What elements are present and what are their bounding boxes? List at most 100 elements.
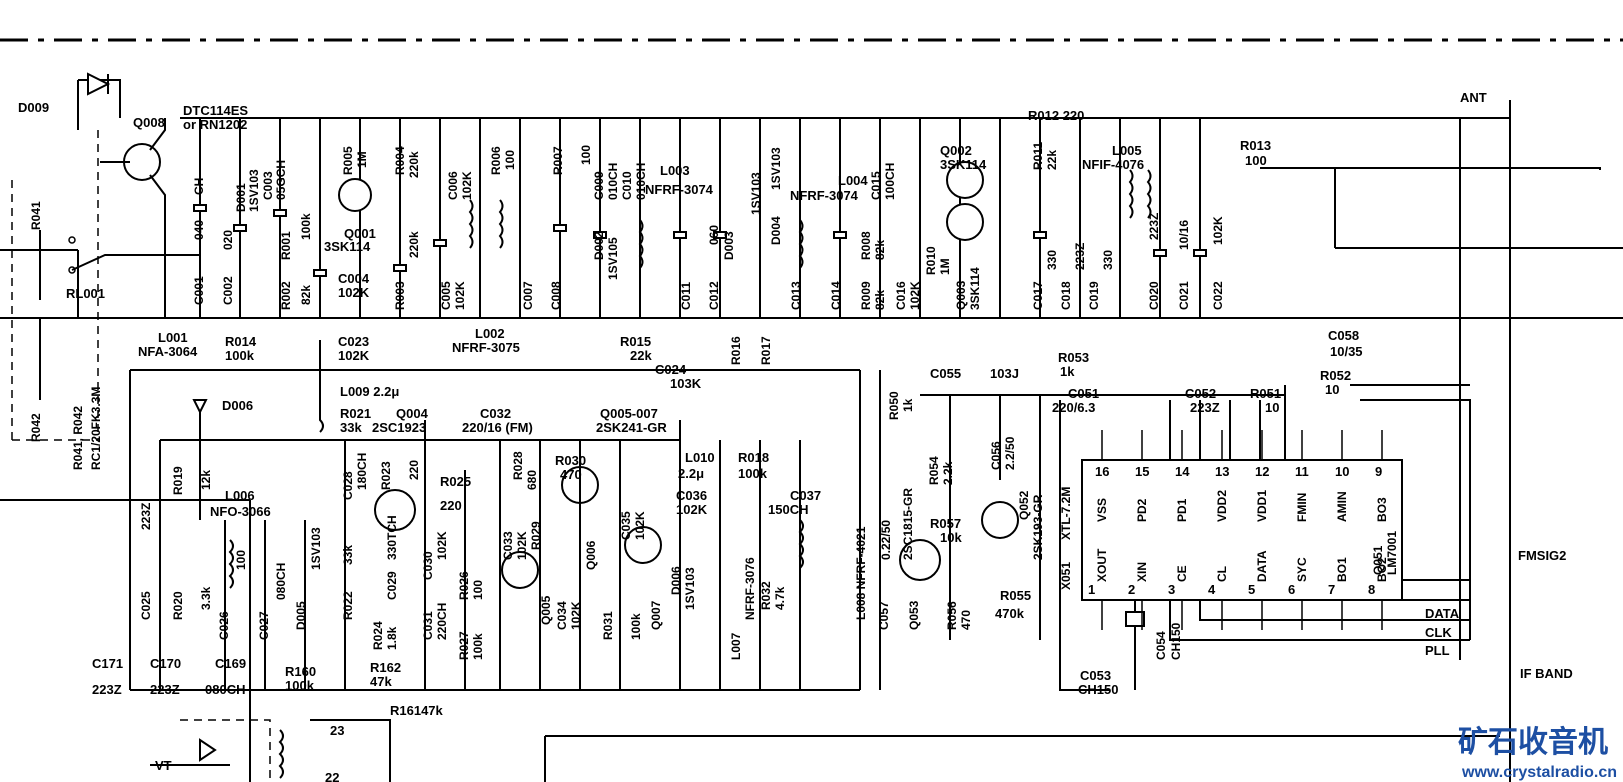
label-c330-1: 330 <box>1045 250 1059 270</box>
label-c020v: 223Z <box>1147 213 1161 240</box>
label-r027: R027 <box>457 631 471 660</box>
ic-pin-top-number: 13 <box>1215 464 1229 479</box>
label-r001v: 100k <box>299 213 313 240</box>
label-r018v: 100k <box>738 466 768 481</box>
label-ch-1: CH <box>192 178 206 195</box>
label-r007: R007 <box>551 146 565 175</box>
label-c051v: 220/6.3 <box>1052 400 1095 415</box>
label-r054v: 2.2k <box>941 461 955 485</box>
label-d006: D006 <box>222 398 253 413</box>
label-c005v: 102K <box>453 281 467 310</box>
label-c057v: 0.22/50 <box>879 520 893 560</box>
label-r021: R021 <box>340 406 371 421</box>
label-c040: 040 <box>192 220 206 240</box>
label-c036: C036 <box>676 488 707 503</box>
label-r016: R016 <box>729 336 743 365</box>
label-r041-r042: R041, R042 <box>71 406 85 470</box>
label-r019: R019 <box>171 466 185 495</box>
label-x051t: XTL-7.2M <box>1059 487 1073 540</box>
label-c010: C010 <box>620 171 634 200</box>
label-l006: L006 <box>225 488 255 503</box>
label-c036v: 102K <box>676 502 708 517</box>
label-ant: ANT <box>1460 90 1487 105</box>
label-r057: R057 <box>930 516 961 531</box>
label-l001: L001 <box>158 330 188 345</box>
label-c014: C014 <box>829 281 843 310</box>
ic-pin-bottom-number: 1 <box>1088 582 1095 597</box>
label-d002: D002 <box>592 231 606 260</box>
label-n22: 22 <box>325 770 339 782</box>
label-r022v: 33k <box>341 545 355 565</box>
label-c055: C055 <box>930 366 961 381</box>
label-c029: C029 <box>385 571 399 600</box>
label-r161: R16147k <box>390 703 444 718</box>
label-d006bt: 1SV103 <box>683 567 697 610</box>
label-c009v: 010CH <box>606 163 620 200</box>
label-r008v: 82k <box>873 240 887 260</box>
ic-q051-body <box>1081 459 1403 601</box>
label-q051t: LM7001 <box>1385 531 1399 575</box>
label-c053: C053 <box>1080 668 1111 683</box>
label-c052v: 223Z <box>1190 400 1220 415</box>
label-r021v: 33k <box>340 420 362 435</box>
label-c037v: 150CH <box>768 502 808 517</box>
label-data: DATA <box>1425 606 1460 621</box>
label-c001: C001 <box>192 276 206 305</box>
label-r051v: 10 <box>1265 400 1279 415</box>
label-c013: C013 <box>789 281 803 310</box>
label-r010v: 1M <box>938 258 952 275</box>
label-l007: L007 <box>729 632 743 660</box>
label-l004t: NFRF-3074 <box>790 188 859 203</box>
label-c170: C170 <box>150 656 181 671</box>
label-r001: R001 <box>279 231 293 260</box>
label-c054v: CH150 <box>1169 622 1183 660</box>
ic-pin-bottom-number: 3 <box>1168 582 1175 597</box>
label-clk: CLK <box>1425 625 1452 640</box>
label-r027v: 100k <box>471 633 485 660</box>
ic-pin-bottom-number: 5 <box>1248 582 1255 597</box>
label-r053: R053 <box>1058 350 1089 365</box>
label-c012: C012 <box>707 281 721 310</box>
label-r160v: 100k <box>285 678 315 693</box>
label-c004v: 102K <box>338 285 370 300</box>
label-r032: R032 <box>759 581 773 610</box>
label-c035v: 102K <box>633 511 647 540</box>
label-c003: C003 <box>261 171 275 200</box>
label-c170v: 223Z <box>150 682 180 697</box>
label-l010: L010 <box>685 450 715 465</box>
label-r013: R013 <box>1240 138 1271 153</box>
label-vt: VT <box>155 758 172 773</box>
label-dtc: DTC114ES <box>183 103 248 118</box>
label-d004: D004 <box>769 216 783 245</box>
label-r003v: 220k <box>407 231 421 258</box>
label-q005b: Q005 <box>539 595 553 625</box>
label-fmsig: FMSIG2 <box>1518 548 1566 563</box>
label-q052t: 2SK193-GR <box>1031 494 1045 560</box>
label-c004: C004 <box>338 271 370 286</box>
ic-q051-pins: 16VSS15PD214PD113VDD212VDD111FMIN10AMIN9… <box>1088 430 1389 630</box>
ic-pin-bottom-name: SYC <box>1295 557 1309 582</box>
label-r017: R017 <box>759 336 773 365</box>
ic-pin-top-name: PD1 <box>1175 498 1189 522</box>
label-c022v: 102K <box>1211 216 1225 245</box>
label-sv105: 1SV105 <box>606 237 620 280</box>
label-c054: C054 <box>1154 631 1168 660</box>
label-c035: C035 <box>619 511 633 540</box>
label-r009v: 82k <box>873 290 887 310</box>
label-rn: or RN1202 <box>183 117 247 132</box>
label-c171v: 223Z <box>92 682 122 697</box>
label-r011: R011 <box>1031 142 1045 170</box>
label-r004v: 220k <box>407 151 421 178</box>
label-c030v: 102K <box>435 531 449 560</box>
label-r162: R162 <box>370 660 401 675</box>
label-c003v: 05GCH <box>274 160 288 200</box>
label-c007: C007 <box>521 281 535 310</box>
label-c026: C026 <box>217 611 231 640</box>
label-q001: Q001 <box>344 226 376 241</box>
label-q051: Q051 <box>1371 545 1385 575</box>
label-c031v: 220CH <box>435 603 449 640</box>
ic-pin-top-name: AMIN <box>1335 491 1349 522</box>
label-c056v: 2.2/50 <box>1003 436 1017 470</box>
label-r005v: 1M <box>355 151 369 168</box>
